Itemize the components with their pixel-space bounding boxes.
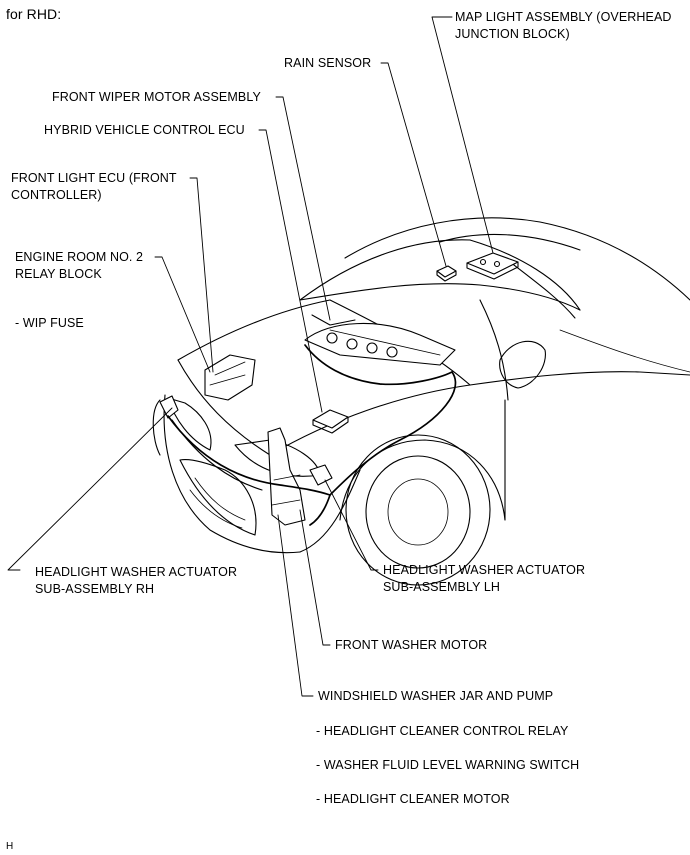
car-body-outline [152, 217, 690, 586]
label-hl-washer-rh-line1: HEADLIGHT WASHER ACTUATOR [35, 565, 238, 579]
label-headlight-washer-rh: HEADLIGHT WASHER ACTUATOR SUB-ASSEMBLY R… [35, 564, 237, 598]
label-front-wiper-motor: FRONT WIPER MOTOR ASSEMBLY [52, 90, 261, 104]
label-front-light-line1: FRONT LIGHT ECU (FRONT [11, 171, 177, 185]
hybrid-ecu-shape [312, 409, 349, 434]
headlight-washer-actuator-lh-shape [309, 464, 333, 486]
label-front-light-line2: CONTROLLER) [11, 188, 102, 202]
label-hl-washer-rh-line2: SUB-ASSEMBLY RH [35, 582, 155, 596]
label-hybrid-ecu: HYBRID VEHICLE CONTROL ECU [44, 123, 245, 137]
rain-sensor-shape [436, 265, 457, 282]
front-wiper-motor-shape [304, 314, 456, 366]
leader-lines [7, 16, 494, 697]
label-map-light-line2: JUNCTION BLOCK) [455, 27, 570, 41]
wiring-harness [167, 344, 457, 526]
label-headlight-cleaner-relay: - HEADLIGHT CLEANER CONTROL RELAY [316, 724, 569, 738]
footer-code: H [6, 841, 14, 852]
label-wip-fuse: - WIP FUSE [15, 316, 84, 330]
washer-jar-shape [267, 427, 306, 526]
label-engine-room-relay: ENGINE ROOM NO. 2 RELAY BLOCK [15, 249, 143, 283]
label-map-light-assembly: MAP LIGHT ASSEMBLY (OVERHEAD JUNCTION BL… [455, 9, 672, 43]
variant-heading: for RHD: [6, 6, 62, 22]
label-front-washer-motor: FRONT WASHER MOTOR [335, 638, 488, 652]
front-light-ecu-shape [204, 354, 256, 401]
headlight-washer-actuator-rh-shape [159, 395, 179, 419]
map-light-assembly-shape [466, 252, 519, 280]
label-engine-room-line2: RELAY BLOCK [15, 267, 102, 281]
label-hl-washer-lh-line1: HEADLIGHT WASHER ACTUATOR [383, 563, 586, 577]
label-washer-fluid-switch: - WASHER FLUID LEVEL WARNING SWITCH [316, 758, 580, 772]
label-rain-sensor: RAIN SENSOR [284, 56, 372, 70]
label-hl-washer-lh-line2: SUB-ASSEMBLY LH [383, 580, 501, 594]
label-headlight-cleaner-motor: - HEADLIGHT CLEANER MOTOR [316, 792, 510, 806]
label-front-light-ecu: FRONT LIGHT ECU (FRONT CONTROLLER) [11, 170, 177, 204]
label-headlight-washer-lh: HEADLIGHT WASHER ACTUATOR SUB-ASSEMBLY L… [383, 562, 585, 596]
label-engine-room-line1: ENGINE ROOM NO. 2 [15, 250, 144, 264]
label-map-light-line1: MAP LIGHT ASSEMBLY (OVERHEAD [455, 10, 672, 24]
label-windshield-washer-jar: WINDSHIELD WASHER JAR AND PUMP [318, 689, 554, 703]
